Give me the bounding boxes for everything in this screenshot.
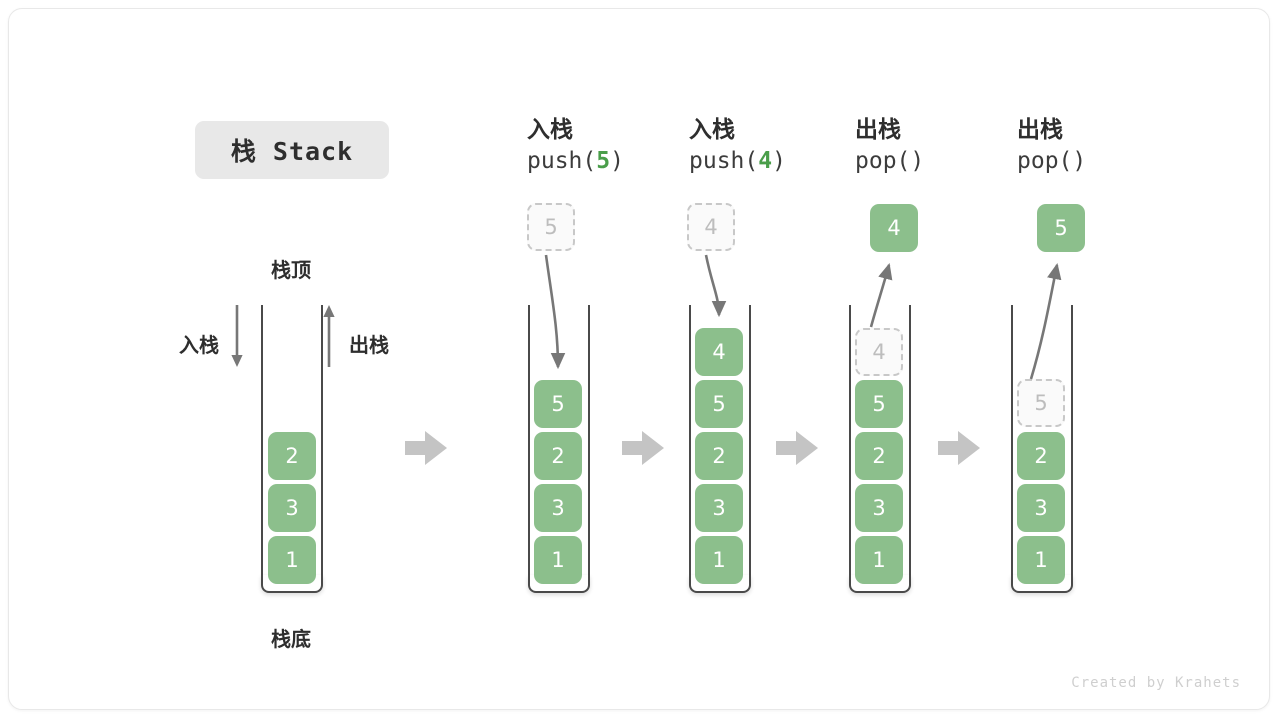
op-label-cn: 入栈 xyxy=(527,117,573,143)
op-label-push-4: 入栈 push(4) xyxy=(689,115,786,176)
stack-cell: 1 xyxy=(1017,536,1065,584)
op-label-push-5: 入栈 push(5) xyxy=(527,115,624,176)
stack-cell: 1 xyxy=(534,536,582,584)
op-label-pop-2: 出栈 pop() xyxy=(1017,115,1086,176)
diagram-canvas: 栈 Stack 栈顶 入栈 出栈 2 3 1 栈底 入栈 push(5) 5 5… xyxy=(8,8,1270,710)
title-chip: 栈 Stack xyxy=(195,121,389,179)
page-title: 栈 Stack xyxy=(230,137,354,166)
pop-side-label: 出栈 xyxy=(349,333,389,357)
container-wall-right xyxy=(909,305,911,577)
floating-popped-cell: 5 xyxy=(1037,204,1085,252)
container-wall-left xyxy=(689,305,691,577)
push-direction-arrow xyxy=(231,305,243,367)
container-wall-left xyxy=(849,305,851,577)
op-label-pop-1: 出栈 pop() xyxy=(855,115,924,176)
stack-cell: 3 xyxy=(1017,484,1065,532)
stack-cell: 3 xyxy=(534,484,582,532)
container-wall-right xyxy=(1071,305,1073,577)
stack-cell: 5 xyxy=(855,380,903,428)
op-label-cn: 入栈 xyxy=(689,117,735,143)
op-label-cn: 出栈 xyxy=(1017,117,1063,143)
push-side-label: 入栈 xyxy=(179,333,219,357)
stack-cell: 3 xyxy=(268,484,316,532)
transition-arrow xyxy=(938,431,980,465)
transition-arrow xyxy=(776,431,818,465)
op-label-fn: pop() xyxy=(1017,147,1087,174)
container-wall-left xyxy=(261,305,263,577)
stack-cell: 3 xyxy=(855,484,903,532)
stack-cell: 2 xyxy=(855,432,903,480)
floating-ghost-cell: 4 xyxy=(687,203,735,251)
floating-ghost-cell: 5 xyxy=(527,203,575,251)
stack-cell: 5 xyxy=(695,380,743,428)
op-label-cn: 出栈 xyxy=(855,117,901,143)
stack-cell: 2 xyxy=(695,432,743,480)
container-wall-left xyxy=(1011,305,1013,577)
stack-cell: 1 xyxy=(268,536,316,584)
stack-cell: 2 xyxy=(1017,432,1065,480)
stack-cell: 2 xyxy=(268,432,316,480)
container-wall-left xyxy=(528,305,530,577)
container-wall-right xyxy=(321,305,323,577)
transition-arrow xyxy=(405,431,447,465)
stack-cell-ghost: 4 xyxy=(855,328,903,376)
op-label-fn: pop() xyxy=(855,147,925,174)
stack-cell: 1 xyxy=(695,536,743,584)
stack-cell: 1 xyxy=(855,536,903,584)
pop-direction-arrow xyxy=(323,305,335,367)
op-label-fn: push(4) xyxy=(689,147,786,174)
stack-cell: 2 xyxy=(534,432,582,480)
transition-arrow xyxy=(622,431,664,465)
stack-cell: 3 xyxy=(695,484,743,532)
stack-top-caption: 栈顶 xyxy=(271,258,311,282)
container-wall-right xyxy=(749,305,751,577)
container-wall-right xyxy=(588,305,590,577)
stack-cell: 5 xyxy=(534,380,582,428)
stack-cell: 4 xyxy=(695,328,743,376)
op-label-fn: push(5) xyxy=(527,147,624,174)
stack-cell-ghost: 5 xyxy=(1017,379,1065,427)
footer-credit: Created by Krahets xyxy=(1071,675,1241,691)
floating-popped-cell: 4 xyxy=(870,204,918,252)
stack-bottom-caption: 栈底 xyxy=(271,627,311,651)
